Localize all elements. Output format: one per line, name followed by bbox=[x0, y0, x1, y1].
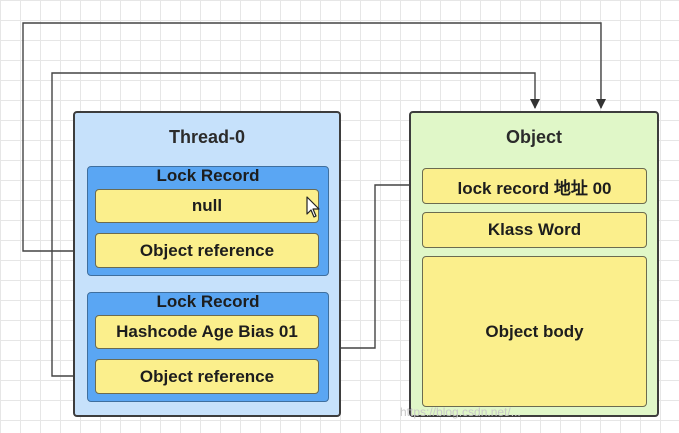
lock-record-2-reference-cell: Object reference bbox=[95, 359, 319, 394]
mouse-pointer-icon bbox=[306, 196, 320, 218]
object-body-cell: Object body bbox=[422, 256, 647, 407]
lock-record-1-reference-cell: Object reference bbox=[95, 233, 319, 268]
lock-record-2-mark-cell: Hashcode Age Bias 01 bbox=[95, 315, 319, 349]
klass-word-cell: Klass Word bbox=[422, 212, 647, 248]
lock-record-1-title: Lock Record bbox=[156, 166, 260, 185]
lock-record-1-value-cell: null bbox=[95, 189, 319, 223]
watermark-text: https://blog.csdn.net/... bbox=[400, 405, 521, 419]
object-title: Object bbox=[505, 127, 562, 147]
thread-title: Thread-0 bbox=[168, 127, 246, 147]
mark-word-cell: lock record 地址 00 bbox=[422, 168, 647, 204]
lock-record-2-title: Lock Record bbox=[156, 292, 260, 311]
